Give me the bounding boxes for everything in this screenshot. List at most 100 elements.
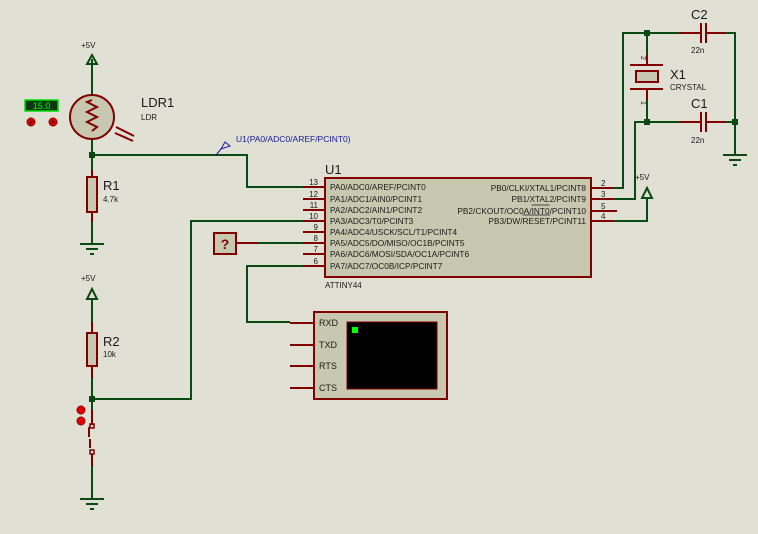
wire-pa7-rxd [246,265,303,323]
ldr-display-value: 15.0 [33,101,51,111]
pin-number: 13 [309,178,318,187]
c1-capacitor[interactable]: C1 22n [680,96,725,145]
junction-dot [89,152,95,158]
ldr-body [69,94,115,140]
light-arrow-icon [114,132,134,142]
pin-name: PB2/CKOUT/OC0A/INT0/PCINT10 [457,206,586,216]
c1-value: 22n [691,136,704,145]
pin-number: 11 [310,201,319,210]
pin-name: PA5/ADC5/DO/MISO/OC1B/PCINT5 [330,238,465,248]
terminal-pin-rts[interactable]: RTS [290,361,337,371]
vcc-label: +5V [81,274,96,283]
ground-switch [80,498,104,510]
pin-name: PA0/ADC0/AREF/PCINT0 [330,182,426,192]
junction-dot [732,119,738,125]
terminal-pin-cts[interactable]: CTS [290,383,337,393]
u1-part: ATTINY44 [325,281,362,290]
ldr-decrease-button[interactable] [26,117,36,127]
ldr-increase-button[interactable] [48,117,58,127]
switch-button-icon[interactable] [76,405,86,415]
resistor-zigzag-icon [84,99,100,132]
pin-number: 7 [314,245,319,254]
power-vcc-r2: +5V [81,274,99,300]
power-vcc-ldr: +5V [81,41,99,65]
r2-value: 10k [103,350,117,359]
r2-ref: R2 [103,334,120,349]
logic-probe[interactable]: ? [213,232,258,255]
pin-name: PA2/ADC2/AIN1/PCINT2 [330,205,422,215]
r1-value: 4.7k [103,195,119,204]
vcc-arrow-icon [640,185,654,199]
c2-capacitor[interactable]: C2 22n [680,7,725,55]
left-pins: 13 PA0/ADC0/AREF/PCINT0 12 PA1/ADC1/AIN0/PC… [303,178,469,271]
junction-dot [644,30,650,36]
terminal-pin-txd[interactable]: TXD [290,340,338,350]
wires [91,32,736,499]
terminal-pins: RXD TXD RTS CTS [290,318,339,393]
ic-pin-left[interactable]: 6 PA7/ADC7/OC0B/ICP/PCINT7 [303,257,443,271]
x1-value: CRYSTAL [670,83,707,92]
pushbutton-switch[interactable] [76,405,95,466]
ic-body [324,177,592,278]
x1-pin-bottom: 1 [639,101,646,105]
pin-number: 12 [309,190,318,199]
ldr1-component[interactable]: LDR1 LDR [69,94,174,142]
pin-number: 3 [601,190,606,199]
r2-component[interactable]: R2 10k [86,322,120,378]
pin-name: PA7/ADC7/OC0B/ICP/PCINT7 [330,261,443,271]
vcc-label: +5V [81,41,96,50]
ground-caps [723,154,747,166]
vcc-label: +5V [635,173,650,182]
probe-arrow-icon [219,141,232,150]
probe-label: U1(PA0/ADC0/AREF/PCINT0) [236,134,351,144]
pin-name: PA6/ADC6/MOSI/SDA/OC1A/PCINT6 [330,249,469,259]
terminal-screen[interactable] [346,321,438,390]
terminal-pin-label: RTS [319,361,337,371]
terminal-pin-label: CTS [319,383,337,393]
resistor-icon [86,176,98,213]
logic-probe-symbol: ? [221,236,230,252]
r1-component[interactable]: R1 4.7k [86,170,120,222]
terminal-pin-label: RXD [319,318,339,328]
switch-button-icon[interactable] [76,416,86,426]
ic-pin-left[interactable]: 13 PA0/ADC0/AREF/PCINT0 [303,178,426,192]
right-pins: 2PB0/CLKI/XTAL1/PCINT83PB1/XTAL2/PCINT95… [457,179,617,226]
x1-crystal[interactable]: 2 1 X1 CRYSTAL [630,55,707,105]
crystal-icon [635,70,659,83]
ic-pin-left[interactable]: 7 PA6/ADC6/MOSI/SDA/OC1A/PCINT6 [303,245,469,259]
power-vcc-reset: +5V [635,173,654,199]
terminal-pin-label: TXD [319,340,338,350]
c1-ref: C1 [691,96,708,111]
x1-pin-top: 2 [639,56,646,60]
terminal-cursor [352,327,358,333]
wire-xtal1 [613,32,647,189]
pin-number: 6 [314,257,319,266]
terminal-pin-rxd[interactable]: RXD [290,318,339,328]
pin-name: PA4/ADC4/USCK/SCL/T1/PCINT4 [330,227,457,237]
vcc-arrow-icon [85,286,99,300]
junction-dot [644,119,650,125]
wire-pa3 [92,220,303,400]
wire-reset [613,198,648,222]
pin-name: PB3/DW/RESET/PCINT11 [488,216,586,226]
voltage-probe[interactable]: U1(PA0/ADC0/AREF/PCINT0) [215,134,351,156]
x1-ref: X1 [670,67,686,82]
pin-name: PA3/ADC3/T0/PCINT3 [330,216,414,226]
virtual-terminal[interactable]: RXD TXD RTS CTS [290,311,448,400]
ic-pin-left[interactable]: 11 PA2/ADC2/AIN1/PCINT2 [303,201,422,215]
ground-r1 [80,243,104,255]
pin-name: PA1/ADC1/AIN0/PCINT1 [330,194,422,204]
wire-caps-gnd [725,32,736,155]
ic-pin-left[interactable]: 12 PA1/ADC1/AIN0/PCINT1 [303,190,422,204]
c2-ref: C2 [691,7,708,22]
